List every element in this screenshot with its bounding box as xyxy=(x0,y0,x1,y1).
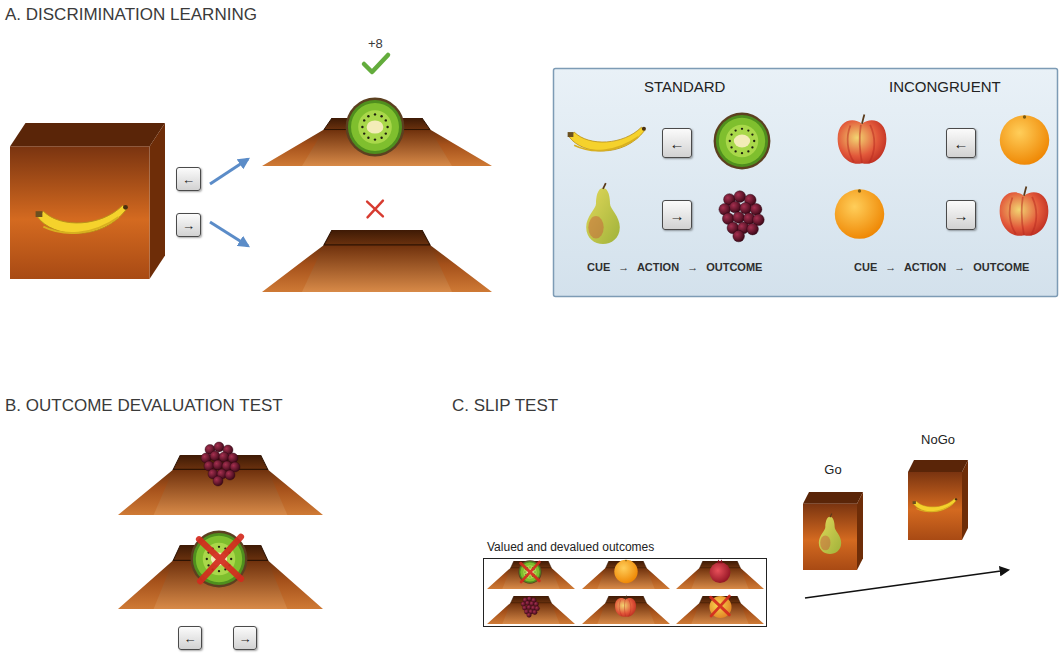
reward-value: +8 xyxy=(368,36,383,51)
key-arrow: ← xyxy=(182,173,195,186)
banana-cue xyxy=(36,205,128,234)
keyboard-key: → xyxy=(233,626,257,650)
keyboard-key: → xyxy=(662,200,692,230)
key-arrow: ← xyxy=(954,136,969,151)
sequence-caption: CUE → ACTION → OUTCOME xyxy=(587,261,762,273)
empty-tray xyxy=(262,230,492,292)
keyboard-key: ← xyxy=(946,128,976,158)
section-heading: A. DISCRIMINATION LEARNING xyxy=(5,5,257,25)
keyboard-key: ← xyxy=(176,167,201,191)
box-frame xyxy=(483,558,767,627)
trial-type-label: NoGo xyxy=(905,430,971,447)
key-arrow: → xyxy=(670,208,685,223)
time-arrow xyxy=(805,570,1008,598)
cross-mark xyxy=(367,201,383,218)
devalued-mark xyxy=(521,562,540,582)
apple-outcome xyxy=(1000,186,1049,235)
pear-cue xyxy=(586,183,620,244)
key-arrow: → xyxy=(182,219,195,232)
key-arrow: → xyxy=(954,208,969,223)
apple-cue xyxy=(838,114,887,163)
pomegranate-outcome xyxy=(710,560,731,583)
kiwi-outcome xyxy=(714,113,771,170)
outcome-tray xyxy=(487,561,575,589)
key-arrow: ← xyxy=(670,136,685,151)
column-heading: STANDARD xyxy=(644,78,725,95)
orange-outcome xyxy=(614,560,637,583)
devalued-mark xyxy=(199,537,241,581)
keyboard-key: → xyxy=(946,200,976,230)
sequence-caption: CUE → ACTION → OUTCOME xyxy=(854,261,1029,273)
mapping-panel: STANDARD INCONGRUENT CUE → ACTION → OUTCOM… xyxy=(553,68,1058,297)
apple-outcome xyxy=(615,596,636,617)
nogo-cue-box xyxy=(908,460,968,540)
orange-cue xyxy=(835,189,885,239)
response-arrow xyxy=(210,159,248,184)
orange-outcome xyxy=(1000,115,1050,165)
key-arrow: → xyxy=(239,632,252,645)
kiwi-outcome xyxy=(518,560,542,584)
peach-outcome xyxy=(710,596,732,618)
trial-type-label: Go xyxy=(800,460,866,477)
banana-cue xyxy=(568,127,646,151)
blackberry-outcome xyxy=(719,191,764,242)
outcome-tray xyxy=(487,596,575,624)
response-arrow xyxy=(210,222,248,246)
go-cue-box xyxy=(803,492,863,570)
outcome-tray xyxy=(582,596,670,624)
trial-cue: NoGo xyxy=(905,430,971,542)
box-heading: Valued and devalued outcomes xyxy=(483,539,767,555)
devalued-mark xyxy=(711,596,730,616)
mapping-panel xyxy=(554,69,1058,297)
pear-cue xyxy=(819,513,841,554)
section-heading: C. SLIP TEST xyxy=(452,396,558,416)
column-heading: INCONGRUENT xyxy=(889,78,1001,95)
blackberry-outcome xyxy=(521,596,540,617)
trial-cue: Go xyxy=(800,460,866,572)
blackberry-outcome xyxy=(201,442,240,486)
key-arrow: ← xyxy=(184,632,197,645)
kiwi-outcome xyxy=(346,98,405,157)
banana-cue xyxy=(913,498,958,512)
section-heading: B. OUTCOME DEVALUATION TEST xyxy=(5,396,283,416)
kiwi-outcome xyxy=(191,531,248,588)
outcome-tray xyxy=(676,596,764,624)
keyboard-key: ← xyxy=(178,626,202,650)
outcome-set-box: Valued and devalued outcomes xyxy=(483,539,767,627)
check-mark xyxy=(364,55,388,72)
keyboard-key: ← xyxy=(662,128,692,158)
stimulus-box xyxy=(10,123,165,279)
keyboard-key: → xyxy=(176,213,201,237)
